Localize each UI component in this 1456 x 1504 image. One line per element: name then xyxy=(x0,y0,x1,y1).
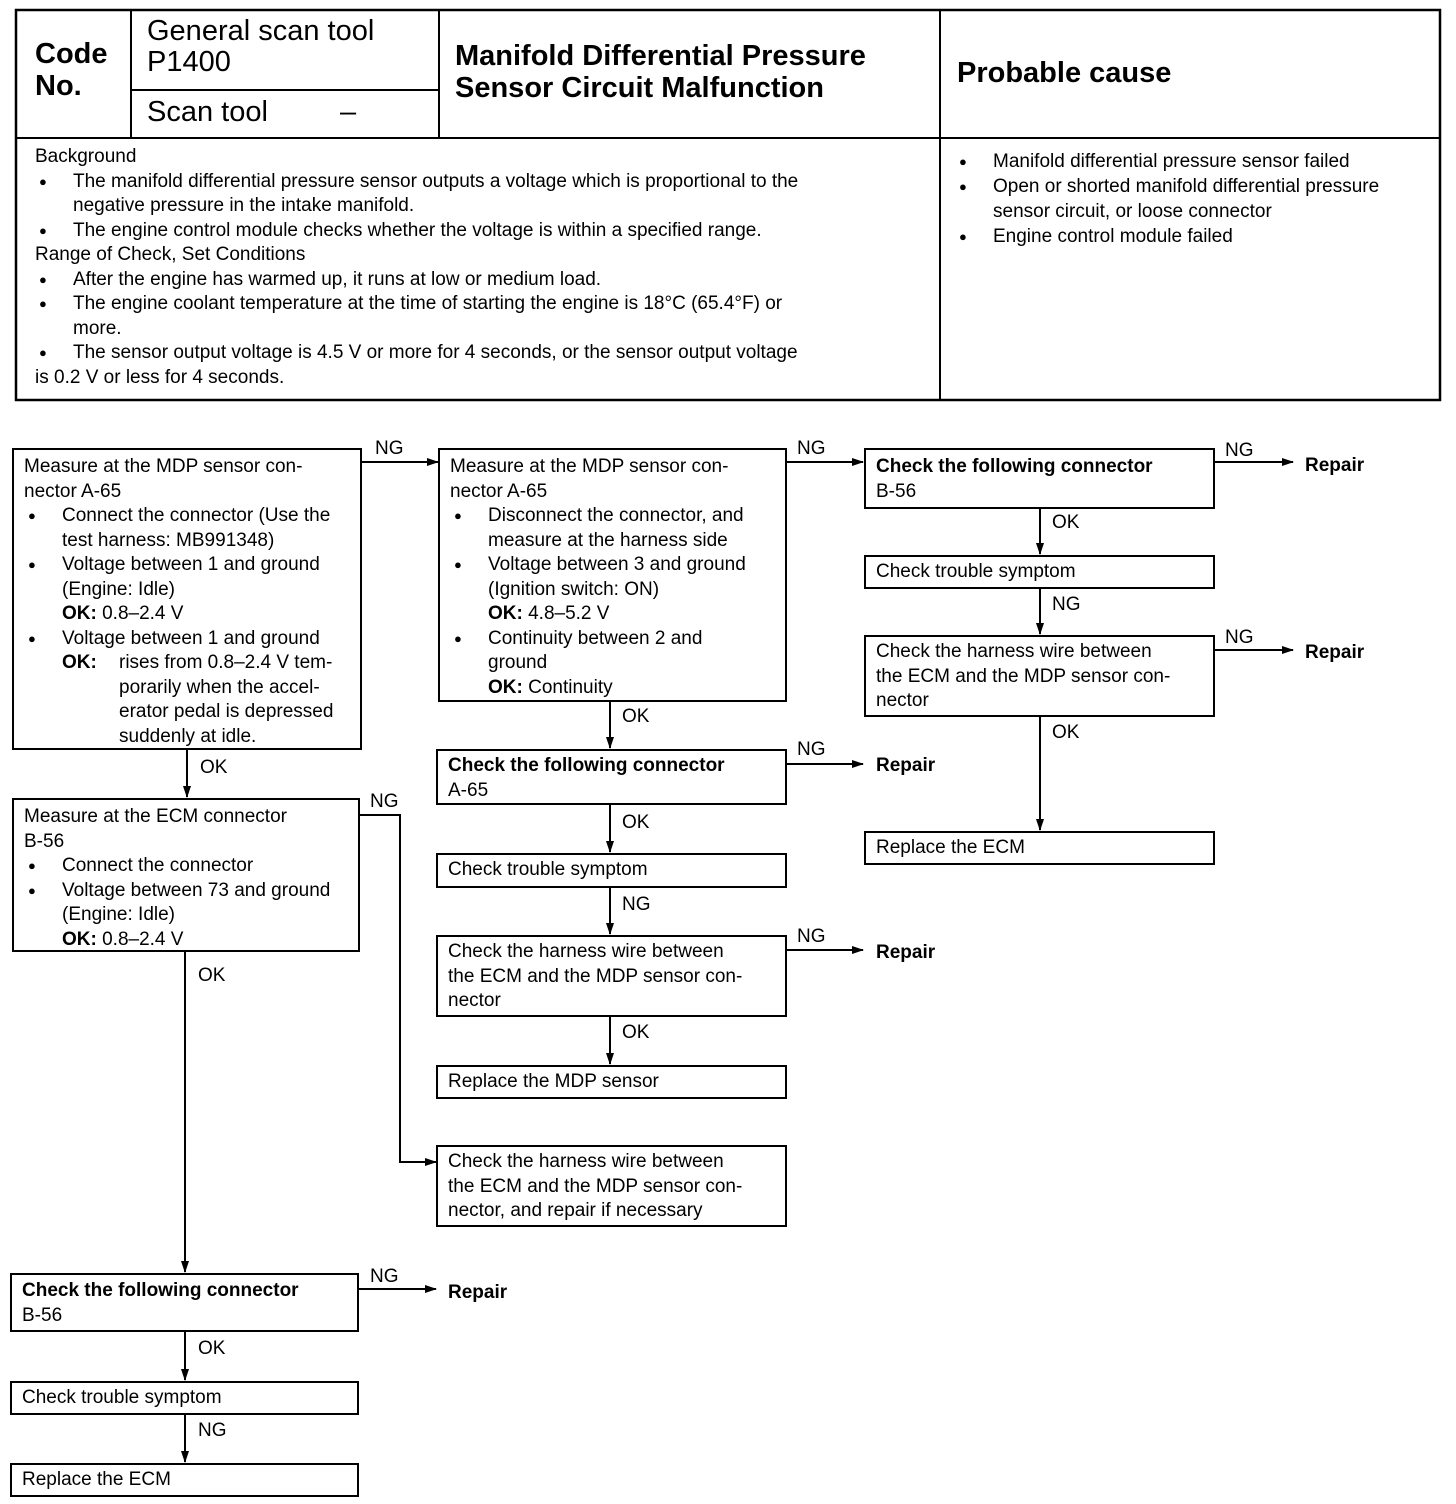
background-item: The manifold differential pressure senso… xyxy=(35,170,798,219)
description-block: Background The manifold differential pre… xyxy=(35,145,798,390)
harness-wire-check-box: Check the harness wire between the ECM a… xyxy=(864,635,1215,717)
ng-label: NG xyxy=(1225,627,1254,648)
repair-label: Repair xyxy=(876,755,936,776)
range-item: The sensor output voltage is 4.5 V or mo… xyxy=(35,341,798,390)
ng-label: NG xyxy=(1052,594,1081,615)
check-item: Disconnect the connector, and measure at… xyxy=(450,504,746,553)
ok-label: OK xyxy=(198,1338,226,1359)
background-item: The engine control module checks whether… xyxy=(35,219,798,244)
code-no-label: Code No. xyxy=(35,38,108,102)
ng-label: NG xyxy=(198,1420,227,1441)
repair-label: Repair xyxy=(876,942,936,963)
mdp-sensor-measure-disconnected-box: Measure at the MDP sensor con- nector A-… xyxy=(438,448,787,702)
ng-label: NG xyxy=(797,739,826,760)
ng-label: NG xyxy=(1225,440,1254,461)
check-item: Voltage between 73 and ground (Engine: I… xyxy=(24,879,330,953)
range-heading: Range of Check, Set Conditions xyxy=(35,244,306,265)
probable-cause-item: Manifold differential pressure sensor fa… xyxy=(955,149,1379,174)
ng-label: NG xyxy=(622,894,651,915)
probable-cause-item: Engine control module failed xyxy=(955,224,1379,249)
scan-tool-label: Scan tool xyxy=(147,96,268,128)
check-item: Voltage between 3 and ground (Ignition s… xyxy=(450,553,746,627)
page-title: Manifold Differential Pressure Sensor Ci… xyxy=(455,40,866,104)
range-item: The engine coolant temperature at the ti… xyxy=(35,292,798,341)
replace-ecm-box: Replace the ECM xyxy=(10,1463,359,1497)
trouble-symptom-box: Check trouble symptom xyxy=(436,853,787,888)
scan-tool-value: – xyxy=(340,96,357,128)
mdp-sensor-measure-connected-box: Measure at the MDP sensor con- nector A-… xyxy=(12,448,362,750)
harness-wire-repair-box: Check the harness wire between the ECM a… xyxy=(436,1145,787,1227)
ok-label: OK xyxy=(198,965,226,986)
check-item: Voltage between 1 and ground (Engine: Id… xyxy=(24,553,333,627)
dtc-code: P1400 xyxy=(147,46,231,78)
ok-label: OK xyxy=(1052,722,1080,743)
probable-cause-list: Manifold differential pressure sensor fa… xyxy=(955,149,1379,249)
ok-label: OK xyxy=(622,706,650,727)
check-item: Continuity between 2 and ground OK: Cont… xyxy=(450,627,746,701)
repair-label: Repair xyxy=(1305,455,1365,476)
harness-wire-check-box: Check the harness wire between the ECM a… xyxy=(436,935,787,1017)
ok-label: OK xyxy=(622,812,650,833)
repair-label: Repair xyxy=(1305,642,1365,663)
trouble-symptom-box: Check trouble symptom xyxy=(864,555,1215,589)
ok-label: OK xyxy=(200,757,228,778)
probable-cause-item: Open or shorted manifold differential pr… xyxy=(955,174,1379,224)
range-item: After the engine has warmed up, it runs … xyxy=(35,268,798,293)
check-item: Voltage between 1 and ground OK: rises f… xyxy=(24,627,333,750)
ng-label: NG xyxy=(797,438,826,459)
ng-label: NG xyxy=(797,926,826,947)
general-scan-tool-label: General scan tool P1400 xyxy=(147,15,375,78)
probable-cause-heading: Probable cause xyxy=(957,57,1172,89)
background-heading: Background xyxy=(35,146,137,167)
replace-mdp-sensor-box: Replace the MDP sensor xyxy=(436,1065,787,1099)
ecm-connector-measure-box: Measure at the ECM connector B-56 Connec… xyxy=(12,798,360,952)
ok-label: OK xyxy=(1052,512,1080,533)
ng-label: NG xyxy=(370,791,399,812)
ng-label: NG xyxy=(370,1266,399,1287)
check-item: Connect the connector (Use the test harn… xyxy=(24,504,333,553)
arrow-box3-to-harness-repair xyxy=(359,814,437,1166)
trouble-symptom-box: Check trouble symptom xyxy=(10,1381,359,1415)
header-table-lines xyxy=(14,8,1442,402)
check-item: Connect the connector xyxy=(24,854,330,879)
ok-label: OK xyxy=(622,1022,650,1043)
repair-label: Repair xyxy=(448,1282,508,1303)
replace-ecm-box: Replace the ECM xyxy=(864,831,1215,865)
ng-label: NG xyxy=(375,438,404,459)
